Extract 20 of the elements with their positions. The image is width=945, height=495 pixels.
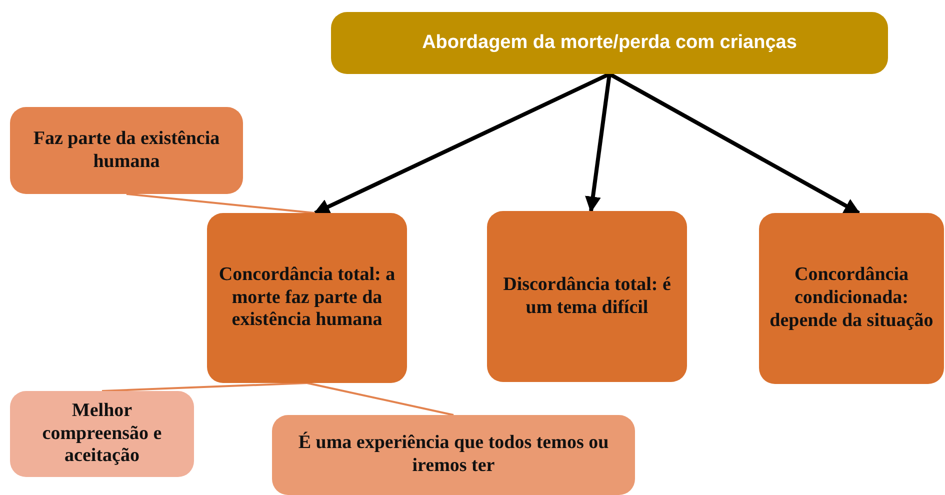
- topic-box: [272, 415, 635, 495]
- connector-line: [126, 193, 316, 214]
- node-text: Abordagem da morte/perda com crianças: [422, 32, 797, 54]
- topic-box: [10, 391, 194, 477]
- topic-box: [207, 213, 407, 383]
- node-text: Concordância total: a morte faz parte da existência humana: [218, 264, 396, 332]
- arrow: [608, 72, 860, 215]
- connector-line: [102, 382, 308, 392]
- arrow: [314, 72, 610, 215]
- connector-line: [306, 382, 454, 416]
- node-text: Discordância total: é um tema difícil: [502, 274, 672, 320]
- node-text: Concordância condicionada: depende da situação: [768, 264, 934, 333]
- node-text: Melhor compreensão e aceitação: [41, 400, 163, 468]
- arrow: [585, 74, 612, 213]
- topic-box: [10, 107, 243, 194]
- node-text: Faz parte da existência humana: [32, 128, 221, 174]
- node-text: É uma experiência que todos temos ou iremos ter: [297, 432, 610, 478]
- title-box: [331, 12, 888, 74]
- topic-box: [759, 213, 944, 384]
- topic-box: [487, 211, 687, 382]
